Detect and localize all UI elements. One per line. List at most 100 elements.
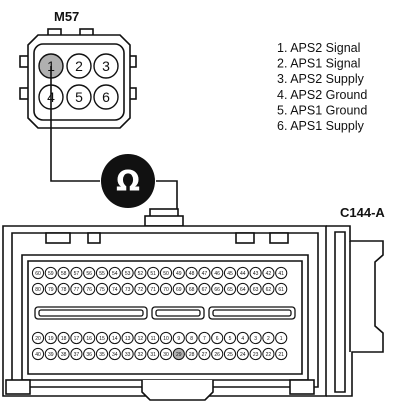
c144a-pin-68 <box>185 282 198 296</box>
c144a-pin-29 <box>172 347 185 361</box>
m57-pin-2 <box>66 53 92 79</box>
c144a-pin-label: 64 <box>240 287 246 293</box>
c144a-pin-label: 59 <box>48 271 54 277</box>
c144a-pin-label: 53 <box>125 271 131 277</box>
c144a-pin-15 <box>95 331 109 345</box>
c144a-pin-25 <box>223 347 237 361</box>
c144a-pin-42 <box>262 266 275 280</box>
c144a-pin-label: 40 <box>35 352 41 358</box>
c144a-pin-45 <box>223 266 237 280</box>
m57-pin-6 <box>93 84 119 110</box>
c144a-pin-label: 57 <box>74 271 80 277</box>
c144a-pin-label: 75 <box>99 287 105 293</box>
c144a-pin-label: 5 <box>229 336 232 342</box>
c144a-pin-57 <box>70 266 83 280</box>
c144a-pin-label: 10 <box>163 336 169 342</box>
c144a-pin-label: 18 <box>61 336 67 342</box>
c144a-pin-66 <box>211 282 224 296</box>
c144a-pin-label: 70 <box>163 287 169 293</box>
c144a-pin-75 <box>95 282 109 296</box>
c144a-pin-label: 13 <box>125 336 131 342</box>
c144a-label: C144-A <box>340 205 385 220</box>
m57-pin-label: 5 <box>75 89 83 105</box>
c144a-pin-62 <box>262 282 275 296</box>
c144a-pin-54 <box>108 266 121 280</box>
c144a-pin-label: 45 <box>227 271 233 277</box>
c144a-pin-43 <box>249 266 262 280</box>
m57-label: M57 <box>54 9 79 24</box>
c144a-pin-32 <box>134 347 147 361</box>
c144a-key-slots <box>34 306 296 320</box>
c144a-pin-label: 3 <box>254 336 257 342</box>
c144a-pin-74 <box>108 282 121 296</box>
c144a-pin-67 <box>198 282 211 296</box>
c144a-pin-label: 38 <box>61 352 67 358</box>
c144a-pin-64 <box>236 282 249 296</box>
c144a-pin-41 <box>275 266 288 280</box>
c144a-pin-label: 1 <box>280 336 283 342</box>
c144a-pin-7 <box>198 331 211 345</box>
ohm-symbol-icon: Ω <box>116 165 140 198</box>
c144a-pin-label: 48 <box>189 271 195 277</box>
c144a-connector <box>2 208 384 401</box>
c144a-pin-label: 77 <box>74 287 80 293</box>
c144a-pin-label: 68 <box>189 287 195 293</box>
c144a-pin-label: 26 <box>214 352 220 358</box>
c144a-pin-77 <box>70 282 83 296</box>
c144a-pin-label: 6 <box>216 336 219 342</box>
c144a-pin-label: 49 <box>176 271 182 277</box>
c144a-pin-49 <box>172 266 185 280</box>
c144a-pin-38 <box>57 347 70 361</box>
c144a-pin-65 <box>223 282 237 296</box>
c144a-pin-label: 74 <box>112 287 118 293</box>
c144a-pin-label: 35 <box>99 352 105 358</box>
c144a-pin-label: 33 <box>125 352 131 358</box>
c144a-pin-2 <box>262 331 275 345</box>
c144a-pin-label: 61 <box>278 287 284 293</box>
c144a-pin-44 <box>236 266 249 280</box>
c144a-pin-10 <box>159 331 173 345</box>
c144a-pin-14 <box>108 331 121 345</box>
c144a-pin-label: 51 <box>150 271 156 277</box>
c144a-pin-label: 63 <box>253 287 259 293</box>
c144a-pin-label: 43 <box>253 271 259 277</box>
c144a-pin-6 <box>211 331 224 345</box>
c144a-pin-69 <box>172 282 185 296</box>
c144a-pin-53 <box>121 266 134 280</box>
c144a-pin-37 <box>70 347 83 361</box>
c144a-pin-56 <box>83 266 96 280</box>
c144a-pin-52 <box>134 266 147 280</box>
c144a-pin-51 <box>147 266 160 280</box>
c144a-pin-30 <box>159 347 173 361</box>
c144a-pin-48 <box>185 266 198 280</box>
c144a-pin-18 <box>57 331 70 345</box>
c144a-pin-label: 20 <box>35 336 41 342</box>
c144a-pin-label: 29 <box>176 352 182 358</box>
c144a-pin-label: 25 <box>227 352 233 358</box>
c144a-pin-label: 27 <box>202 352 208 358</box>
c144a-pin-label: 12 <box>138 336 144 342</box>
c144a-pin-23 <box>249 347 262 361</box>
c144a-pin-34 <box>108 347 121 361</box>
c144a-pin-22 <box>262 347 275 361</box>
legend-item: 1. APS2 Signal <box>277 41 360 55</box>
c144a-pin-label: 37 <box>74 352 80 358</box>
c144a-pin-76 <box>83 282 96 296</box>
c144a-pin-label: 2 <box>267 336 270 342</box>
c144a-pin-label: 19 <box>48 336 54 342</box>
c144a-pin-16 <box>83 331 96 345</box>
c144a-pin-61 <box>275 282 288 296</box>
c144a-pin-60 <box>31 266 45 280</box>
legend-item: 3. APS2 Supply <box>277 72 365 86</box>
c144a-pin-27 <box>198 347 211 361</box>
c144a-pin-label: 17 <box>74 336 80 342</box>
c144a-pin-46 <box>211 266 224 280</box>
c144a-pin-label: 21 <box>278 352 284 358</box>
c144a-pin-label: 11 <box>151 336 156 342</box>
c144a-pin-8 <box>185 331 198 345</box>
c144a-pin-label: 16 <box>86 336 92 342</box>
c144a-pin-13 <box>121 331 134 345</box>
